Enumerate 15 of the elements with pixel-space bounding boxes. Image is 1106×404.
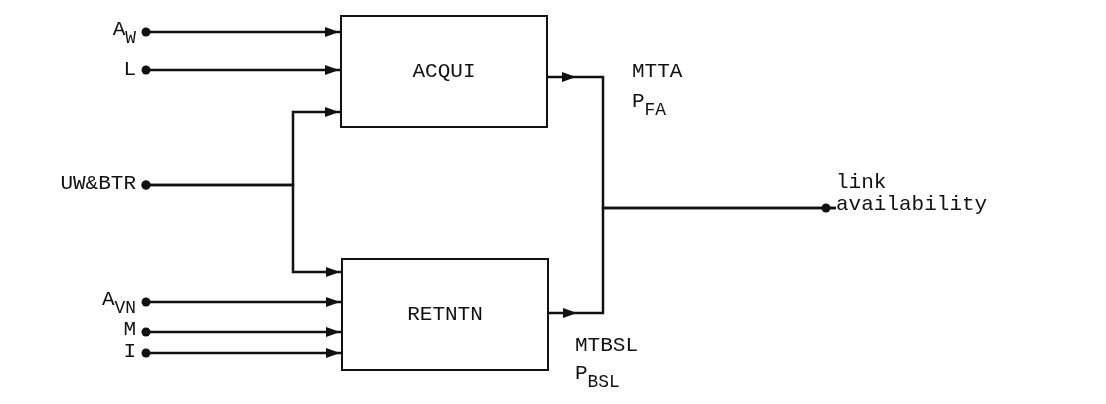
signal-label: MTTA: [632, 60, 683, 84]
signal-label: P$_{FA}$: [632, 90, 667, 123]
input-label: UW&BTR: [60, 172, 136, 196]
process-box: [340, 15, 548, 128]
output-label: link availability: [836, 172, 989, 216]
block-label: RETNTN: [407, 302, 483, 327]
signal-label: P$_{BSL}$: [575, 362, 620, 395]
signal-label: MTBSL: [575, 334, 638, 358]
input-label: I: [123, 340, 136, 364]
process-box: [341, 258, 549, 371]
input-label: M: [123, 318, 136, 342]
block-label: ACQUI: [412, 59, 476, 84]
input-label: A$_{W}$: [112, 18, 136, 51]
input-label: L: [123, 58, 136, 82]
input-label: A$_{VN}$: [101, 288, 136, 321]
